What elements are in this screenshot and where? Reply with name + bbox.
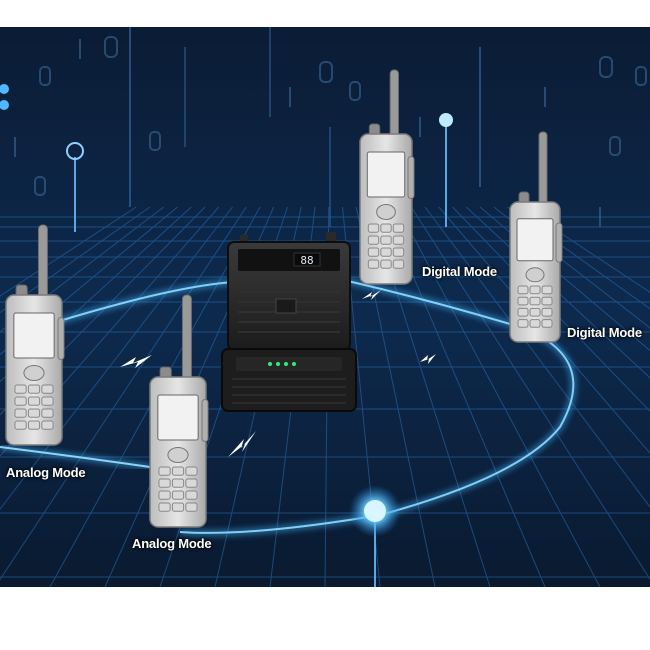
digital-mode-label-right: Digital Mode <box>567 325 642 340</box>
analog-mode-label-left: Analog Mode <box>6 465 85 480</box>
digital-mode-label-top: Digital Mode <box>422 264 497 279</box>
network-scene: 88 Digital Mode Digital Mode Analog Mode… <box>0 27 650 587</box>
repeater-station: 88 <box>222 232 356 411</box>
repeater-display: 88 <box>300 254 313 267</box>
analog-mode-label-center: Analog Mode <box>132 536 211 551</box>
